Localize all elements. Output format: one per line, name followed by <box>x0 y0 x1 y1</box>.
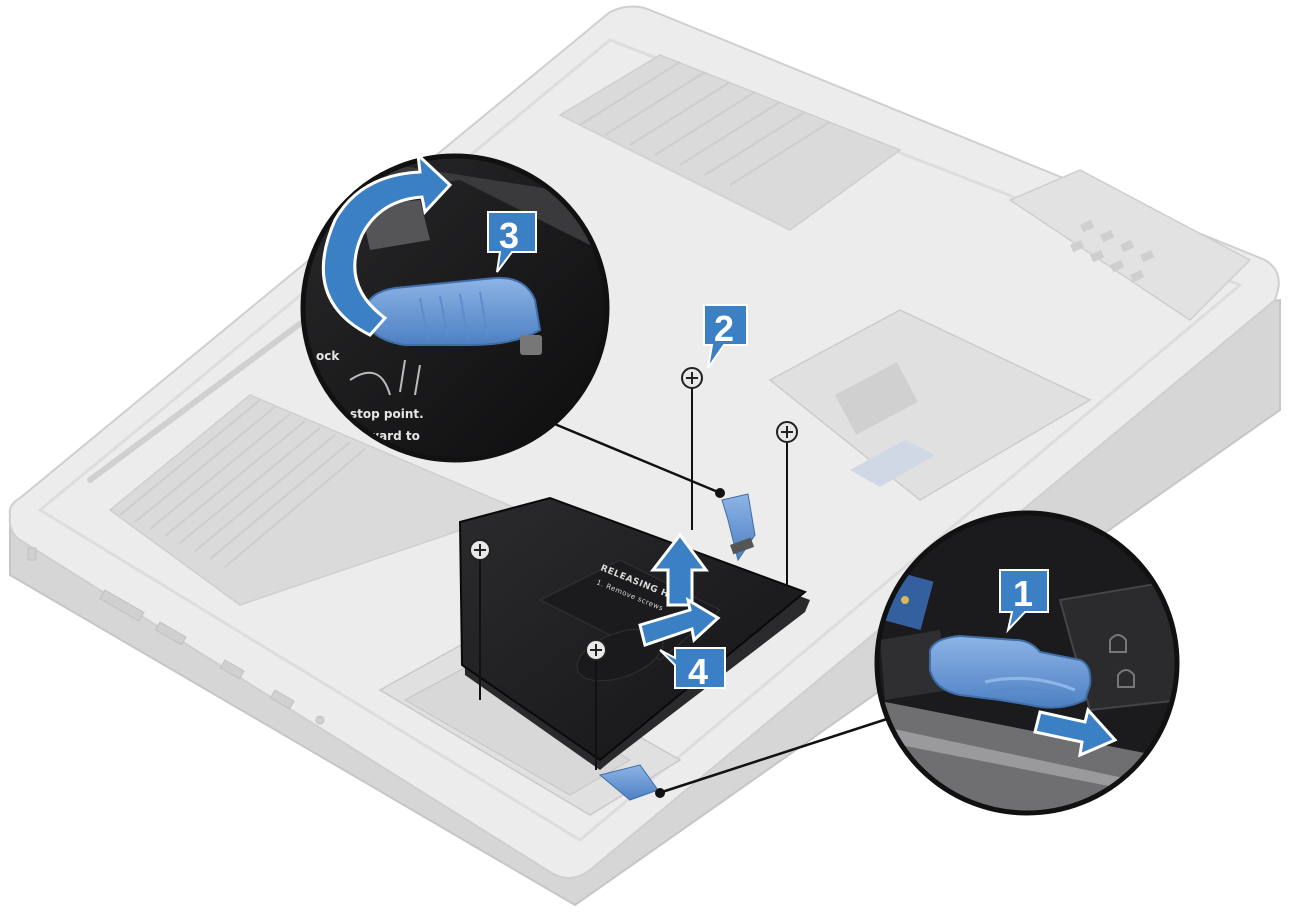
step-number: 3 <box>499 215 519 256</box>
inset-latch-slide <box>874 510 1180 816</box>
arrow-up-icon <box>649 532 709 607</box>
step-badge-1: 1 <box>999 569 1049 634</box>
step-badge-3: 3 <box>487 211 537 273</box>
screw-icon <box>585 639 607 661</box>
inset-text-2: stop point. <box>350 407 424 421</box>
screw-icon <box>681 367 703 389</box>
screws <box>479 385 788 770</box>
arrow-right-icon <box>638 596 721 647</box>
screw-icon <box>469 539 491 561</box>
step-number: 2 <box>714 308 734 349</box>
inset-text-1: ock <box>316 349 340 363</box>
callout-leader-1 <box>661 716 891 794</box>
side-ports <box>27 547 325 725</box>
arrow-rotate-icon <box>321 151 453 337</box>
step-badge-4: 4 <box>659 647 726 692</box>
screw-icon <box>776 421 798 443</box>
latch-icon <box>364 276 542 346</box>
step-number: 4 <box>688 651 708 692</box>
step-number: 1 <box>1013 573 1033 614</box>
arrow-right-icon <box>1033 706 1118 758</box>
step-badge-2: 2 <box>703 304 748 369</box>
latch-icon <box>929 634 1092 709</box>
screw-group <box>469 367 798 661</box>
callout-leader-3 <box>544 418 719 494</box>
inset-latch-release: ock stop point. ward to <box>300 151 610 463</box>
laptop-bottom-cover <box>8 5 1280 879</box>
